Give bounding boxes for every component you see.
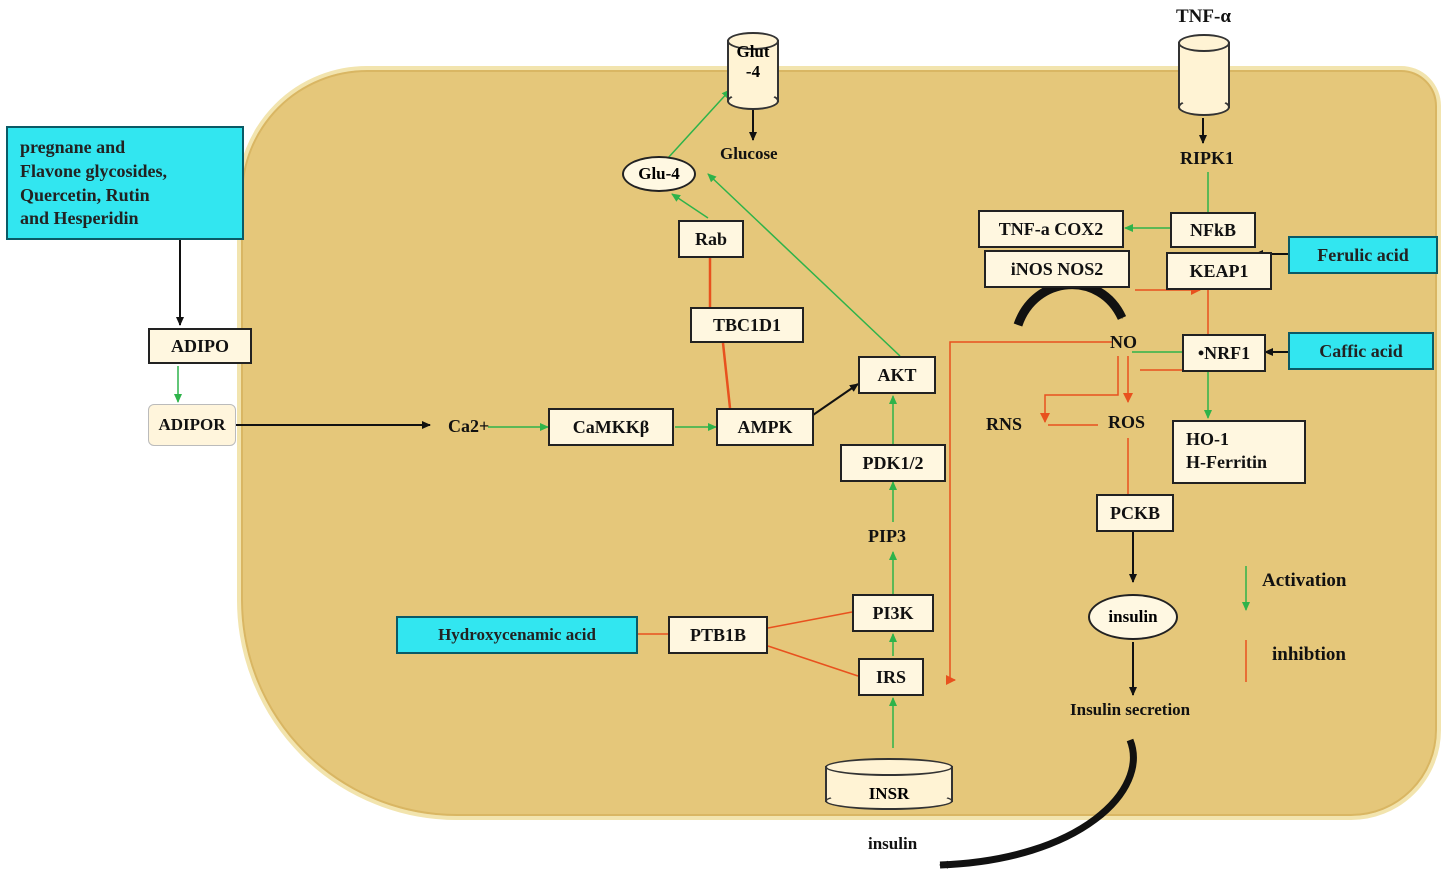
h-ferritin-label: H-Ferritin [1186, 452, 1267, 473]
tnf-receptor [1178, 34, 1230, 116]
pckb-node: PCKB [1096, 494, 1174, 532]
legend-activation-label: Activation [1262, 570, 1347, 591]
pregnane-compound-box: pregnane and Flavone glycosides, Quercet… [6, 126, 244, 240]
pi3k-node: PI3K [852, 594, 934, 632]
pdk12-node: PDK1/2 [840, 444, 946, 482]
hydroxycenamic-acid-box: Hydroxycenamic acid [396, 616, 638, 654]
glucose-label: Glucose [720, 144, 778, 163]
inh-tbc1d1-ampk [721, 342, 732, 409]
adipo-node: ADIPO [148, 328, 252, 364]
inh-ptb1b-pi3k [767, 611, 853, 629]
ca2-label: Ca2+ [448, 416, 490, 436]
glut4-top-label: Glut [736, 42, 770, 61]
tbc1d1-node: TBC1D1 [690, 307, 804, 343]
rns-label: RNS [986, 414, 1023, 434]
inh-no-rns [1040, 356, 1119, 423]
irs-node: IRS [858, 658, 924, 696]
keap1-node: KEAP1 [1166, 252, 1272, 290]
inh-no-irs [946, 341, 1112, 685]
pregnane-line-4: and Hesperidin [20, 208, 139, 229]
akt-node: AKT [858, 356, 936, 394]
ptb1b-node: PTB1B [668, 616, 768, 654]
insulin-granule: insulin [1088, 594, 1178, 640]
insulin-secretion-label: Insulin secretion [1070, 700, 1191, 719]
ho1-label: HO-1 [1186, 429, 1229, 449]
inos-nos2-node: iNOS NOS2 [984, 250, 1130, 288]
rab-node: Rab [678, 220, 744, 258]
ho1-ferritin-node: HO-1 H-Ferritin [1172, 420, 1306, 484]
curved-arrow-inos-to-no [1013, 280, 1127, 327]
insr-label: INSR [868, 784, 910, 803]
glut4-channel: Glut -4 [727, 32, 779, 110]
ripk1-label: RIPK1 [1180, 148, 1234, 168]
arrow-ampk-to-akt [812, 383, 859, 416]
ferulic-acid-box: Ferulic acid [1288, 236, 1438, 274]
tnf-alpha-label: TNF-α [1176, 6, 1231, 27]
pip3-label: PIP3 [868, 526, 906, 546]
insulin-out-label: insulin [868, 834, 918, 853]
caffic-acid-box: Caffic acid [1288, 332, 1434, 370]
tnf-cox2-node: TNF-a COX2 [978, 210, 1124, 248]
no-label: NO [1110, 332, 1137, 352]
insr-receptor: INSR [825, 758, 953, 810]
nrf1-node: •NRF1 [1182, 334, 1266, 372]
inh-ptb1b-irs [767, 645, 859, 677]
pregnane-line-3: Quercetin, Rutin [20, 184, 150, 205]
act-akt-glu4 [707, 173, 901, 357]
act-glu4-glut4 [667, 89, 731, 159]
adipor-node: ADIPOR [148, 404, 236, 446]
glu4-vesicle: Glu-4 [622, 156, 696, 192]
curved-arrow-secretion-out [939, 738, 1137, 869]
camkkb-node: CaMKKβ [548, 408, 674, 446]
nfkb-node: NFkB [1170, 212, 1256, 248]
ros-label: ROS [1108, 412, 1146, 432]
ampk-node: AMPK [716, 408, 814, 446]
glut4-bottom-label: -4 [745, 62, 761, 81]
legend-inhibition-label: inhibtion [1272, 644, 1346, 665]
pregnane-line-1: pregnane and [20, 137, 126, 157]
pregnane-line-2: Flavone glycosides, [20, 160, 167, 181]
act-rab-glu4 [671, 193, 709, 219]
